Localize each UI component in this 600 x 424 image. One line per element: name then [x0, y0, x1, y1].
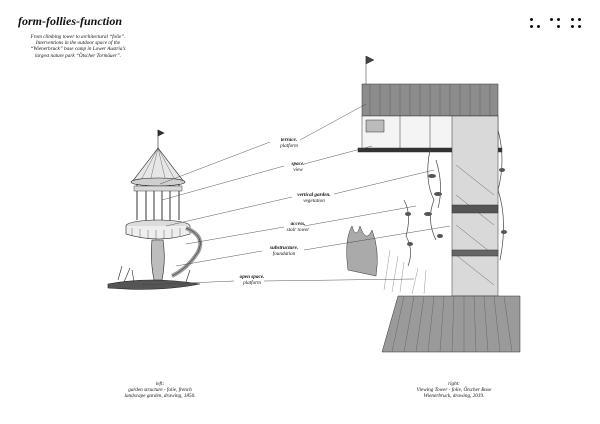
intro-line: largest nature park “Ötscher Tormäuer”. — [34, 52, 122, 59]
label-head: vertical garden. — [297, 192, 331, 198]
label-substructure: substructure. foundation — [256, 245, 312, 257]
intro-line: Interventions in the outdoor space of th… — [35, 40, 121, 47]
intro-text: From climbing tower to architectural “fo… — [8, 34, 148, 59]
label-open-space: open space. platform — [228, 274, 276, 286]
braille-dots-icon — [528, 16, 588, 30]
label-head: access. — [290, 221, 306, 227]
label-head: substructure. — [269, 245, 299, 251]
caption-line: garden structure - folie, french — [128, 387, 192, 394]
label-sub: foundation — [272, 251, 296, 257]
caption-head: left: — [155, 381, 165, 387]
viewing-tower-drawing — [346, 55, 521, 353]
label-head: terrace. — [280, 137, 298, 143]
label-sub: vegetation — [303, 198, 325, 204]
caption-left: left: garden structure - folie, french l… — [100, 381, 220, 400]
intro-line: From climbing tower to architectural “fo… — [30, 34, 126, 40]
label-sub: platform — [280, 143, 298, 149]
label-head: space. — [291, 161, 305, 167]
intro-line: “Wienerbruck” base camp in Lower Austria… — [30, 46, 126, 53]
label-terrace: terrace. platform — [264, 137, 314, 149]
folie-tower-drawing — [107, 129, 203, 290]
caption-head: right: — [448, 381, 460, 387]
label-sub: view — [293, 167, 303, 173]
caption-line: Wienerbruck, drawing, 2019. — [423, 393, 485, 400]
caption-line: Viewing Tower - folie, Ötscher Base — [416, 387, 492, 394]
label-vertical-garden: vertical garden. vegetation — [284, 192, 344, 204]
label-head: open space. — [239, 274, 265, 280]
connector-lines — [141, 103, 451, 286]
label-access: access. stair tower — [276, 221, 320, 233]
label-sub: platform — [243, 280, 261, 286]
caption-line: landscape garden, drawing, 1850. — [124, 393, 196, 400]
label-space: space. view — [278, 161, 318, 173]
caption-right: right: Viewing Tower - folie, Ötscher Ba… — [384, 381, 524, 400]
label-sub: stair tower — [286, 227, 310, 233]
page-title: form-follies-function — [18, 14, 122, 28]
